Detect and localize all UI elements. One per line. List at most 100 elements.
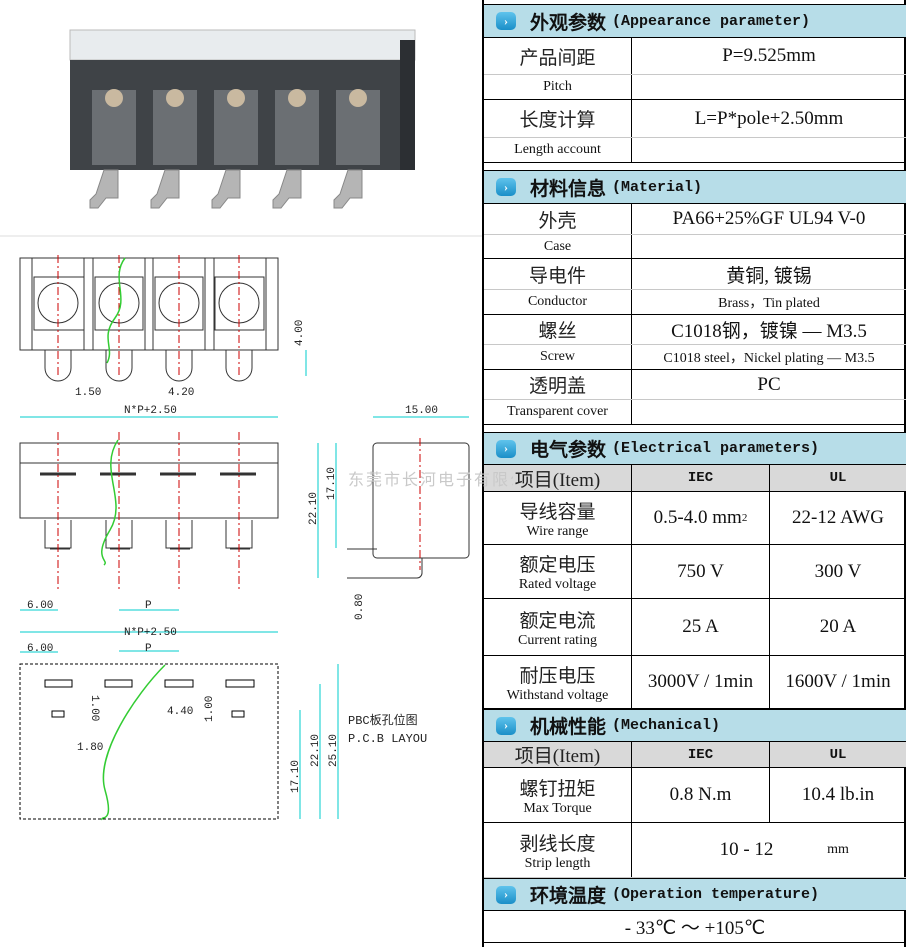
section-header-temperature: ›环境温度(Operation temperature) (484, 878, 906, 911)
iec-header: IEC (632, 465, 770, 491)
section-title-en: (Material) (612, 178, 703, 196)
front-view (19, 442, 470, 579)
pcb-label-cn: PBC板孔位图 (348, 712, 418, 728)
iec-value-sup: 2 (741, 512, 748, 524)
chevron-right-icon: › (496, 716, 516, 735)
dim-0-80: 0.80 (354, 594, 366, 620)
section-title-en: (Appearance parameter) (612, 12, 811, 30)
spec-table: › 外观参数 (Appearance parameter) 产品间距 P=9.525m… (484, 0, 906, 947)
row-label-en: Wire range (526, 523, 589, 539)
screw-label-en: Screw (484, 345, 632, 369)
product-photo (69, 29, 416, 209)
row-label-en: Current rating (518, 632, 597, 648)
iec-value: 0.5-4.0 mm (653, 507, 742, 528)
chevron-right-icon: › (496, 885, 516, 904)
row-label-en: Withstand voltage (506, 687, 609, 703)
item-header: 项目(Item) (484, 465, 632, 491)
case-value: PA66+25%GF UL94 V-0 (672, 208, 866, 229)
dim-6-00: 6.00 (27, 600, 53, 612)
section-title-cn: 环境温度 (530, 886, 607, 907)
dim-1-80: 1.80 (77, 742, 103, 754)
section-title-cn: 机械性能 (530, 717, 607, 738)
section-header-material: ›材料信息(Material) (484, 170, 906, 204)
iec-value: 25 A (632, 599, 770, 655)
iec-value: 3000V / 1min (632, 656, 770, 708)
row-label-cn: 耐压电压 (519, 665, 596, 687)
section-title-cn: 电气参数 (530, 440, 607, 461)
pitch-label-en: Pitch (484, 75, 632, 99)
dimension-lines (20, 350, 469, 819)
dim-4-40: 4.40 (167, 706, 193, 718)
dim-1-00-b: 1.00 (204, 696, 216, 722)
dim-6-00-pcb: 6.00 (27, 643, 53, 655)
ul-value: 22-12 AWG (792, 507, 884, 528)
row-label-cn: 额定电流 (519, 610, 596, 632)
ul-value: 20 A (819, 616, 857, 637)
dim-17-10: 17.10 (326, 467, 338, 500)
pitch-value: P=9.525mm (722, 45, 816, 66)
temperature-value: - 33℃ ～ +105℃ (624, 918, 766, 939)
ul-header: UL (829, 470, 847, 486)
technical-drawing: 1.50 4.20 4.00 N*P+2.50 15.00 22.10 17.1… (0, 29, 482, 821)
drawing-panel: 1.50 4.20 4.00 N*P+2.50 15.00 22.10 17.1… (0, 0, 484, 947)
row-label-cn: 额定电压 (519, 555, 596, 576)
case-label-en: Case (484, 235, 632, 258)
length-label-cn: 长度计算 (484, 100, 632, 137)
dim-25-10: 25.10 (328, 734, 340, 767)
pitch-label-cn: 产品间距 (484, 38, 632, 74)
dim-p-pcb: P (145, 643, 152, 655)
item-header: 项目(Item) (484, 742, 632, 767)
conductor-label-en: Conductor (484, 290, 632, 314)
section-title-cn: 外观参数 (530, 12, 607, 34)
pcb-label-en: P.C.B LAYOU (348, 732, 427, 746)
screw-value: C1018钢，镀镍 — M3.5 (671, 321, 867, 342)
ul-value: 1600V / 1min (785, 671, 891, 692)
torque-ul-value: 10.4 lb.in (801, 784, 875, 805)
case-label-cn: 外壳 (484, 204, 632, 234)
chevron-right-icon: › (496, 178, 516, 196)
dim-1-50: 1.50 (75, 387, 101, 399)
chevron-right-icon: › (496, 12, 516, 30)
screw-label-cn: 螺丝 (484, 315, 632, 344)
iec-value: 750 V (632, 545, 770, 598)
pcb-holes (44, 679, 255, 718)
center-lines (57, 255, 421, 592)
chevron-right-icon: › (496, 439, 516, 458)
cover-label-en: Transparent cover (484, 400, 632, 424)
dim-1-00-a: 1.00 (88, 695, 100, 721)
section-header-electrical: ›电气参数(Electrical parameters) (484, 432, 906, 465)
mechanical-column-headers: 项目(Item)IEC UL (484, 742, 906, 768)
ul-header: UL (829, 746, 847, 763)
dim-total-pcb: N*P+2.50 (124, 627, 177, 639)
length-value: L=P*pole+2.50mm (694, 107, 844, 129)
strip-unit: mm (827, 842, 849, 857)
ul-value: 300 V (814, 560, 862, 582)
cover-value: PC (757, 373, 781, 395)
iec-header: IEC (632, 742, 770, 767)
conductor-value-en: Brass，Tin plated (718, 296, 820, 311)
top-view (19, 257, 279, 382)
watermark: 东莞市长河电子有限公司 (348, 472, 513, 489)
cover-label-cn: 透明盖 (484, 370, 632, 399)
row-label-cn: 导线容量 (519, 501, 596, 523)
dim-4-00: 4.00 (294, 320, 306, 346)
dim-15-00: 15.00 (405, 405, 438, 417)
break-lines (101, 257, 166, 821)
screw-value-en: C1018 steel，Nickel plating — M3.5 (663, 351, 875, 366)
section-header-appearance: › 外观参数 (Appearance parameter) (484, 4, 906, 38)
dim-17-10-pcb: 17.10 (290, 760, 302, 793)
dim-4-20: 4.20 (168, 387, 194, 399)
row-label-en: Rated voltage (518, 577, 597, 592)
strip-label-en: Strip length (524, 855, 591, 871)
dim-p: P (145, 600, 152, 612)
section-header-mechanical: › 机械性能 (Mechanical) (484, 709, 906, 742)
section-title-en: (Mechanical) (612, 717, 721, 734)
dim-22-10-pcb: 22.10 (310, 734, 322, 767)
torque-label-en: Max Torque (523, 800, 592, 816)
strip-label-cn: 剥线长度 (519, 833, 596, 855)
strip-value: 10 - 12 (719, 839, 774, 860)
